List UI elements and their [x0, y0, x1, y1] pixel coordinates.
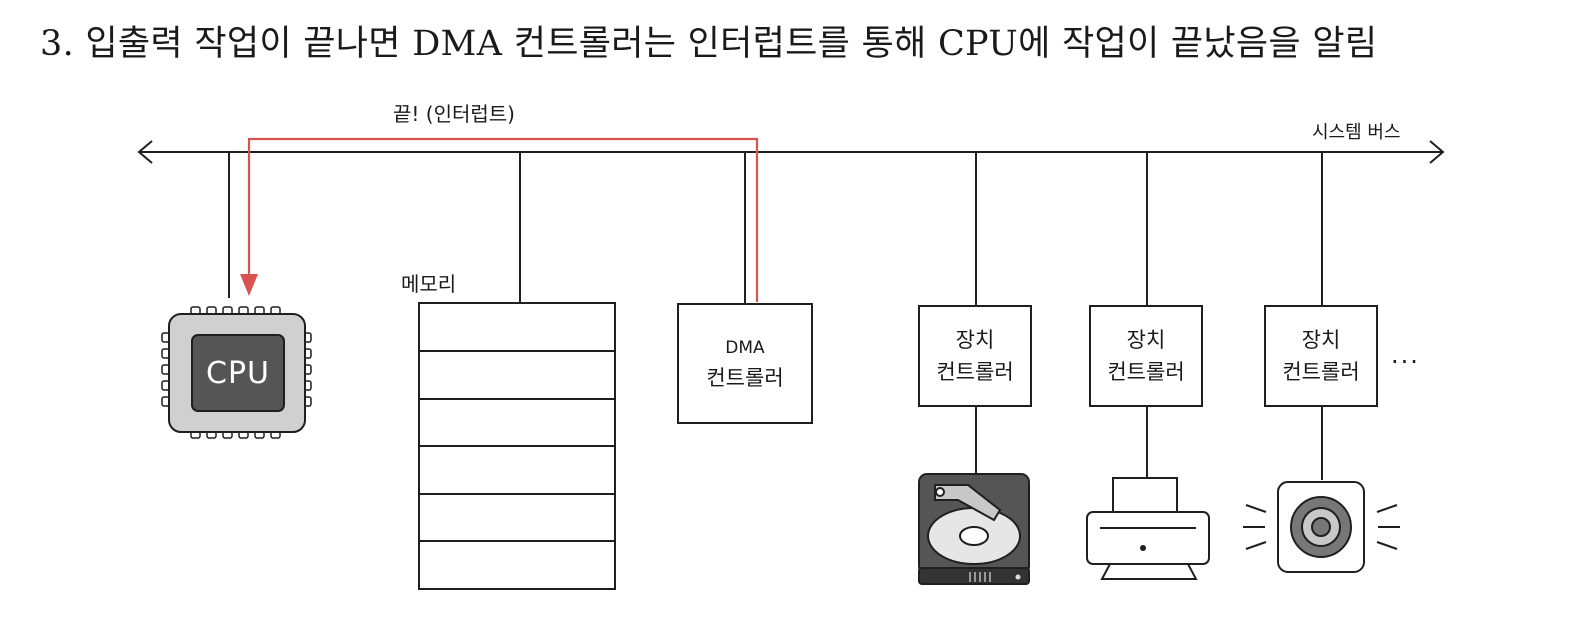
device-controller-speaker: 장치 컨트롤러 [1264, 305, 1378, 407]
memory-block [418, 302, 616, 590]
dma-controller-line1: DMA [725, 337, 765, 358]
memory-label: 메모리 [401, 272, 457, 296]
device-controller-line2: 컨트롤러 [936, 360, 1014, 384]
device-controller-line2: 컨트롤러 [1107, 360, 1185, 384]
dma-controller-line2: 컨트롤러 [706, 365, 784, 390]
device-controller-line1: 장치 [1301, 328, 1341, 352]
device-controller-line2: 컨트롤러 [1282, 360, 1360, 384]
device-controller-printer: 장치 컨트롤러 [1089, 305, 1203, 407]
device-controller-line1: 장치 [955, 328, 995, 352]
system-bus [137, 140, 1445, 164]
hard-disk-icon [918, 473, 1030, 585]
cpu-chip [161, 306, 312, 439]
printer-icon [1086, 477, 1210, 580]
cpu-label: CPU [206, 355, 270, 391]
interrupt-label: 끝! (인터럽트) [393, 102, 515, 126]
bus-connectors [228, 152, 1323, 480]
device-controller-line1: 장치 [1126, 328, 1166, 352]
speaker-icon [1243, 481, 1400, 573]
more-devices-ellipsis: ··· [1391, 348, 1420, 376]
interrupt-arrowhead [240, 274, 258, 296]
dma-controller: DMA 컨트롤러 [677, 303, 813, 424]
slide-title: 3. 입출력 작업이 끝나면 DMA 컨트롤러는 인터럽트를 통해 CPU에 작… [40, 24, 1378, 64]
device-controller-disk: 장치 컨트롤러 [918, 305, 1032, 407]
interrupt-path [247, 137, 759, 302]
system-bus-label: 시스템 버스 [1312, 122, 1401, 143]
